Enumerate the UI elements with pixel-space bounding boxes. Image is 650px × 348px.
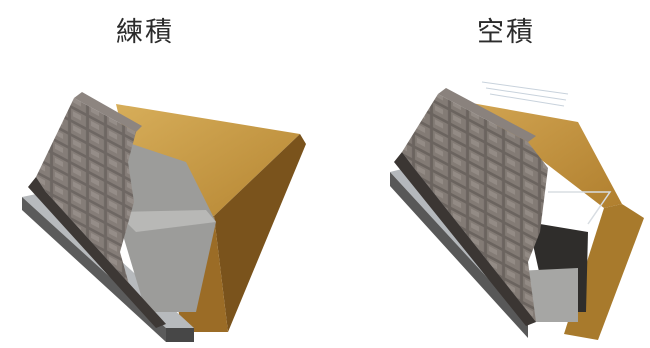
stone-wall-edge [28, 177, 166, 328]
wet-masonry-illustration [22, 92, 306, 342]
stone-wall-top [74, 92, 142, 132]
concrete-top [116, 210, 216, 232]
soil-side [214, 134, 306, 332]
cutaway-lines [548, 191, 612, 225]
dry-masonry-illustration [390, 81, 644, 340]
base-slab-front [22, 197, 166, 342]
guide-lines [481, 81, 569, 107]
stone-wall-top [438, 88, 536, 142]
stone-wall-edge [394, 152, 536, 326]
stone-wall-face [36, 98, 166, 324]
caption-wet-masonry: 練積 [116, 17, 174, 48]
base-slab-side [166, 328, 194, 342]
stone-wall-face [402, 94, 548, 322]
caption-dry-masonry: 空積 [477, 17, 535, 48]
base-slab-front [390, 172, 528, 338]
